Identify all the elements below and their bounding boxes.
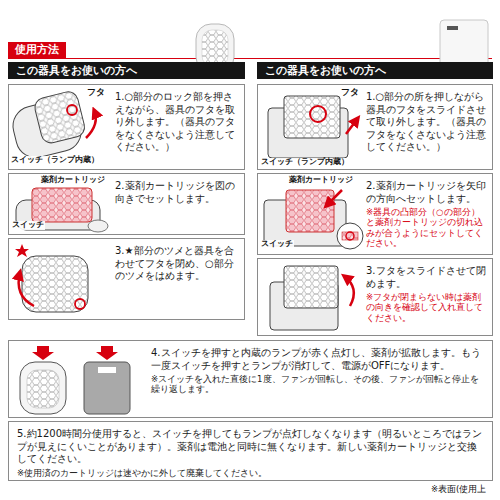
step-box: 3.フタをスライドさせて閉めます。※フタが閉まらない時は薬剤の向きを確認して入れ… (257, 258, 493, 336)
step-box: 4.スイッチを押すと内蔵のランプが赤く点灯し、薬剤が拡散します。もう一度スイッチ… (8, 340, 493, 418)
step-text: 2.薬剤カートリッジを図の向きでセットします。 (115, 180, 238, 205)
title-tab: 使用方法 (8, 42, 66, 58)
close-cover-figure (15, 244, 88, 312)
rule-line (8, 58, 492, 59)
note-text: ※スイッチを入れた直後に1度、ファンが回転し、その後、ファンが回転と停止を繰り返… (151, 374, 486, 395)
step-text: 3.フタをスライドさせて閉めます。 (366, 265, 486, 290)
step-box: 5.約1200時間分使用すると、スイッチを押してもランプが点灯しなくなります（明… (8, 421, 493, 481)
step-text: 4.スイッチを押すと内蔵のランプが赤く点灯し、薬剤が拡散します。もう一度スイッチ… (151, 347, 486, 372)
part-label: 薬剤カートリッジ (288, 176, 354, 185)
step-text: 1.○部分の所を押しながら器具のフタをスライドさせて取り外します。（器具のフタを… (366, 91, 486, 154)
part-label: フタ (86, 88, 106, 98)
step-text: 1.○部分のロック部を押さえながら、器具のフタを取り外します。（器具のフタをなく… (115, 91, 238, 154)
footnote-text: ※表面(使用上 (430, 485, 487, 495)
step-text: 5.約1200時間分使用すると、スイッチを押してもランプが点灯しなくなります（明… (17, 428, 486, 466)
open-cover-figure (8, 90, 96, 162)
switch-figure (20, 346, 130, 414)
section-header: この器具をお使いの方へ (8, 62, 245, 79)
header-text: この器具をお使いの方へ (16, 64, 237, 77)
section-header: この器具をお使いの方へ (257, 62, 493, 79)
part-label: スイッチ（ランプ内蔵） (10, 156, 100, 165)
slide-cover-figure (268, 96, 358, 158)
part-label: フタ (340, 88, 360, 98)
note-text: ※器具の凸部分（○の部分）と薬剤カートリッジの切れ込みが合うようにセットしてくだ… (366, 207, 486, 248)
step-box: 3.★部分のツメと器具を合わせてフタを閉め、○部分のツメをはめます。 (8, 238, 245, 320)
note-text: ※フタが閉まらない時は薬剤の向きを確認して入れ直してください。 (366, 292, 486, 323)
part-label: スイッチ (260, 240, 294, 249)
note-text: ※使用済のカートリッジは速やかに外して廃棄してください。 (17, 468, 486, 478)
step-text: 3.★部分のツメと器具を合わせてフタを閉め、○部分のツメをはめます。 (115, 245, 238, 283)
header-text: この器具をお使いの方へ (265, 64, 485, 77)
part-label: スイッチ (11, 221, 45, 230)
close-slide-figure (270, 266, 354, 330)
part-label: スイッチ（ランプ内蔵） (260, 158, 350, 167)
part-label: 薬剤カートリッジ (40, 176, 106, 185)
step-text: 2.薬剤カートリッジを矢印の方向へセットします。 (366, 180, 486, 205)
